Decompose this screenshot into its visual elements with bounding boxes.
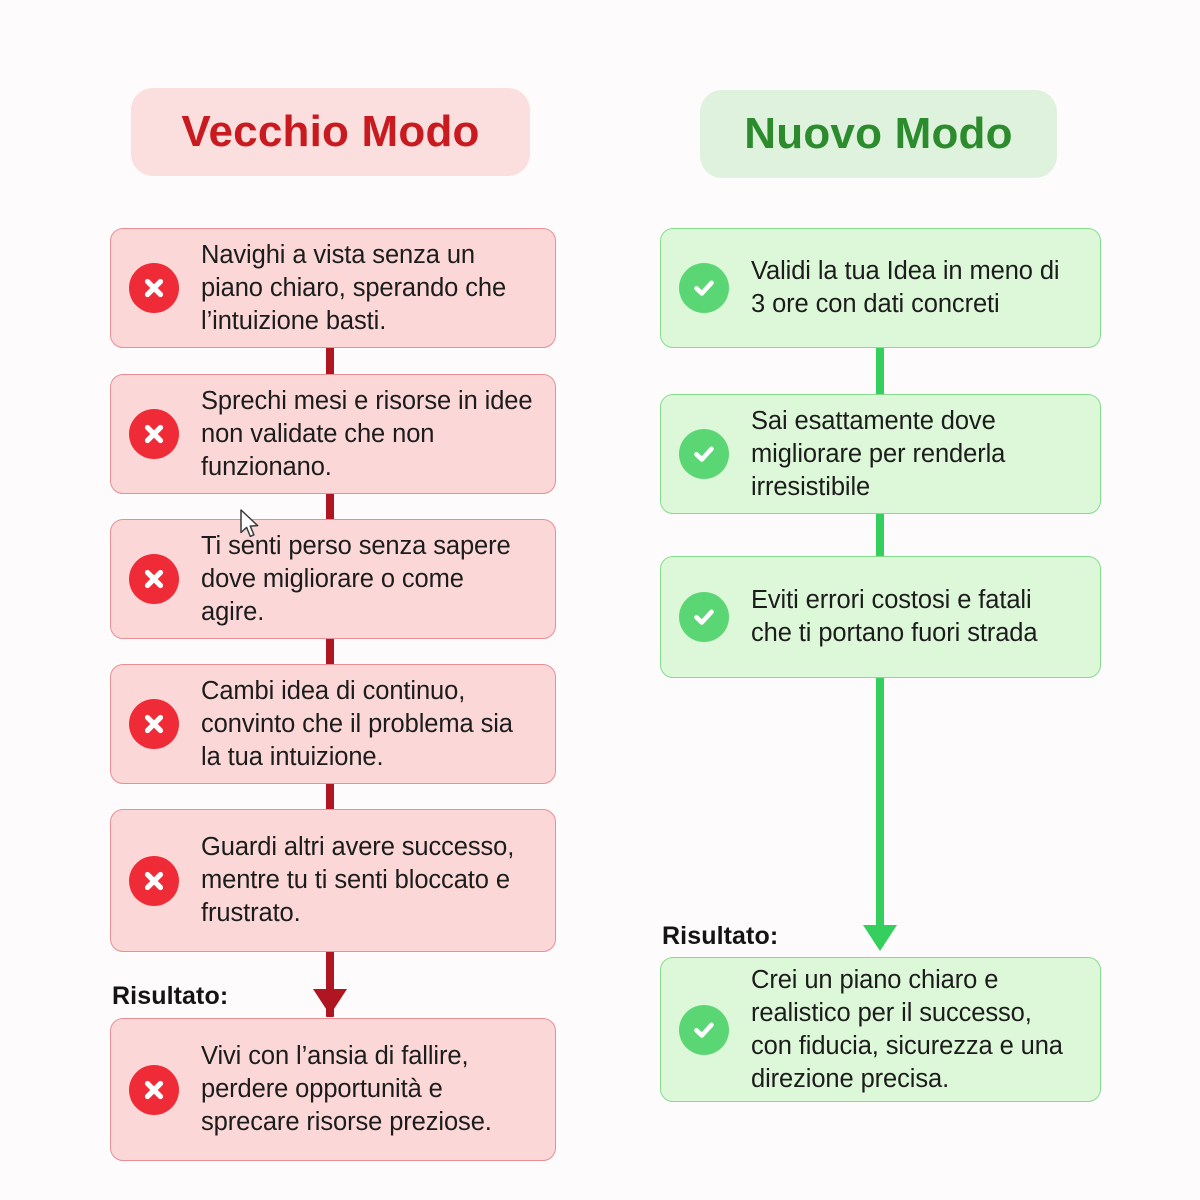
list-item-text: Eviti errori costosi e fatali che ti por… <box>751 586 1038 647</box>
check-circle-icon <box>679 263 729 313</box>
list-item-text: Sprechi mesi e risorse in idee non valid… <box>201 386 533 481</box>
result-label-left: Risultato: <box>112 982 229 1010</box>
list-item-text: Navighi a vista senza un piano chiaro, s… <box>201 240 507 335</box>
result-card-text: Vivi con l’ansia di fallire, perdere opp… <box>201 1042 492 1136</box>
arrow-head-left <box>313 989 347 1015</box>
column-header-vecchio-modo: Vecchio Modo <box>131 88 530 176</box>
check-circle-icon <box>679 429 729 479</box>
list-item[interactable]: Ti senti perso senza sapere dove miglior… <box>110 519 556 639</box>
result-card-text: Crei un piano chiaro e realistico per il… <box>751 965 1063 1093</box>
list-item[interactable]: Sprechi mesi e risorse in idee non valid… <box>110 374 556 494</box>
x-circle-icon <box>129 263 179 313</box>
connector-left-4 <box>326 770 334 832</box>
connector-right-3 <box>876 650 884 946</box>
x-circle-icon <box>129 855 179 906</box>
connector-left-1 <box>326 330 334 392</box>
column-nuovo-modo: Nuovo Modo Validi la tua Idea in meno di… <box>552 0 1112 1200</box>
result-label-right: Risultato: <box>662 922 779 950</box>
list-item-text: Cambi idea di continuo, convinto che il … <box>201 676 513 771</box>
x-circle-icon <box>129 554 179 604</box>
list-item[interactable]: Eviti errori costosi e fatali che ti por… <box>660 556 1101 678</box>
x-circle-icon <box>129 1064 179 1115</box>
list-item[interactable]: Cambi idea di continuo, convinto che il … <box>110 664 556 784</box>
result-card-left[interactable]: Vivi con l’ansia di fallire, perdere opp… <box>110 1018 556 1161</box>
check-circle-icon <box>679 1004 729 1055</box>
list-item[interactable]: Validi la tua Idea in meno di 3 ore con … <box>660 228 1101 348</box>
column-vecchio-modo: Vecchio Modo Navighi a vista senza un pi… <box>0 0 560 1200</box>
list-item-text: Guardi altri avere successo, mentre tu t… <box>201 833 515 927</box>
x-circle-icon <box>129 699 179 749</box>
connector-right-2 <box>876 490 884 562</box>
list-item-text: Validi la tua Idea in meno di 3 ore con … <box>751 257 1060 318</box>
list-item[interactable]: Navighi a vista senza un piano chiaro, s… <box>110 228 556 348</box>
connector-left-5 <box>326 950 334 1017</box>
arrow-head-right <box>863 925 897 951</box>
connector-right-1 <box>876 330 884 400</box>
list-item[interactable]: Guardi altri avere successo, mentre tu t… <box>110 809 556 952</box>
connector-left-2 <box>326 480 334 542</box>
list-item[interactable]: Sai esattamente dove migliorare per rend… <box>660 394 1101 514</box>
connector-left-3 <box>326 625 334 687</box>
result-card-right[interactable]: Crei un piano chiaro e realistico per il… <box>660 957 1101 1102</box>
list-item-text: Sai esattamente dove migliorare per rend… <box>751 406 1006 501</box>
column-header-nuovo-modo: Nuovo Modo <box>700 90 1057 178</box>
x-circle-icon <box>129 409 179 459</box>
list-item-text: Ti senti perso senza sapere dove miglior… <box>201 531 511 626</box>
check-circle-icon <box>679 592 729 642</box>
